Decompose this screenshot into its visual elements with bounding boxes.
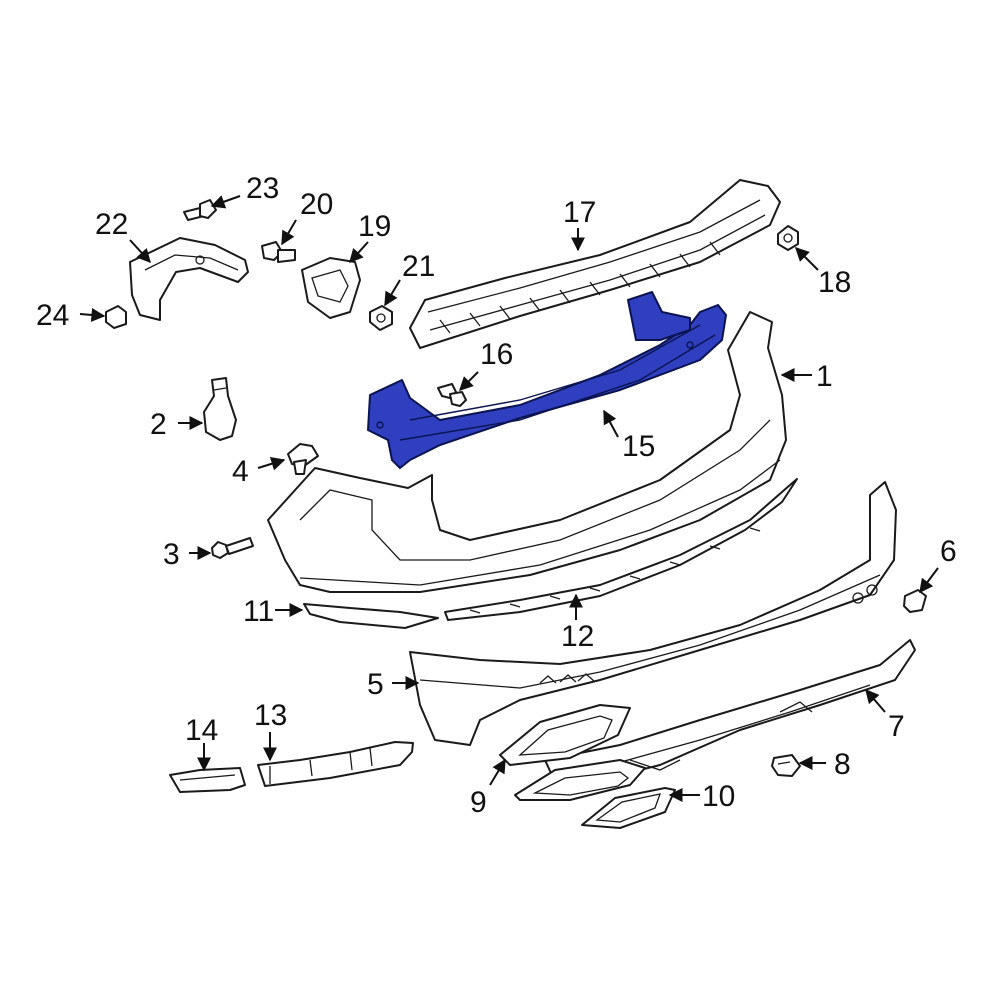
callout-21: 21 [402,250,435,283]
bumper-cover-part [267,311,787,593]
cap-part [203,377,237,441]
callout-4: 4 [232,455,249,488]
callout-19: 19 [358,210,391,243]
callout-5: 5 [367,668,384,701]
callout-15: 15 [622,430,655,463]
bolt-part-3 [261,241,296,263]
nut-part [369,305,393,331]
bracket-part [129,237,249,321]
nut-part-2 [777,225,799,251]
screw-part [211,537,254,559]
callout-10: 10 [702,780,735,813]
rubber-stop-part [105,305,127,329]
lower-valance-part [409,481,897,746]
callout-13: 13 [254,699,287,732]
callout-16: 16 [480,338,513,371]
bolt-part [437,383,467,407]
trim-strip-part [257,741,414,787]
callout-18: 18 [818,266,851,299]
callout-20: 20 [300,188,333,221]
callout-8: 8 [834,748,851,781]
bolt-part-2 [183,199,217,221]
retainer-strip-part [444,478,798,621]
callout-11: 11 [243,595,274,628]
clip-part [903,589,927,613]
callout-24: 24 [36,299,69,332]
clip-nut-part [771,754,801,777]
energy-absorber-part [409,179,781,349]
reflector-strip-part [303,603,439,629]
callout-22: 22 [95,208,128,241]
callout-9: 9 [470,786,487,819]
callout-2: 2 [150,408,167,441]
push-pin-part [287,443,319,475]
callout-1: 1 [816,360,833,393]
callout-17: 17 [563,196,596,229]
callout-14: 14 [185,714,218,747]
callout-6: 6 [940,535,957,568]
leader-lines [79,195,939,802]
exhaust-trim-part [499,704,646,801]
callout-7: 7 [888,710,905,743]
end-trim-part [169,767,246,793]
callout-12: 12 [561,620,594,653]
guide-bracket-part [301,257,361,319]
reinforcement-beam-part [367,291,727,469]
callout-3: 3 [163,538,180,571]
callout-23: 23 [246,172,279,205]
